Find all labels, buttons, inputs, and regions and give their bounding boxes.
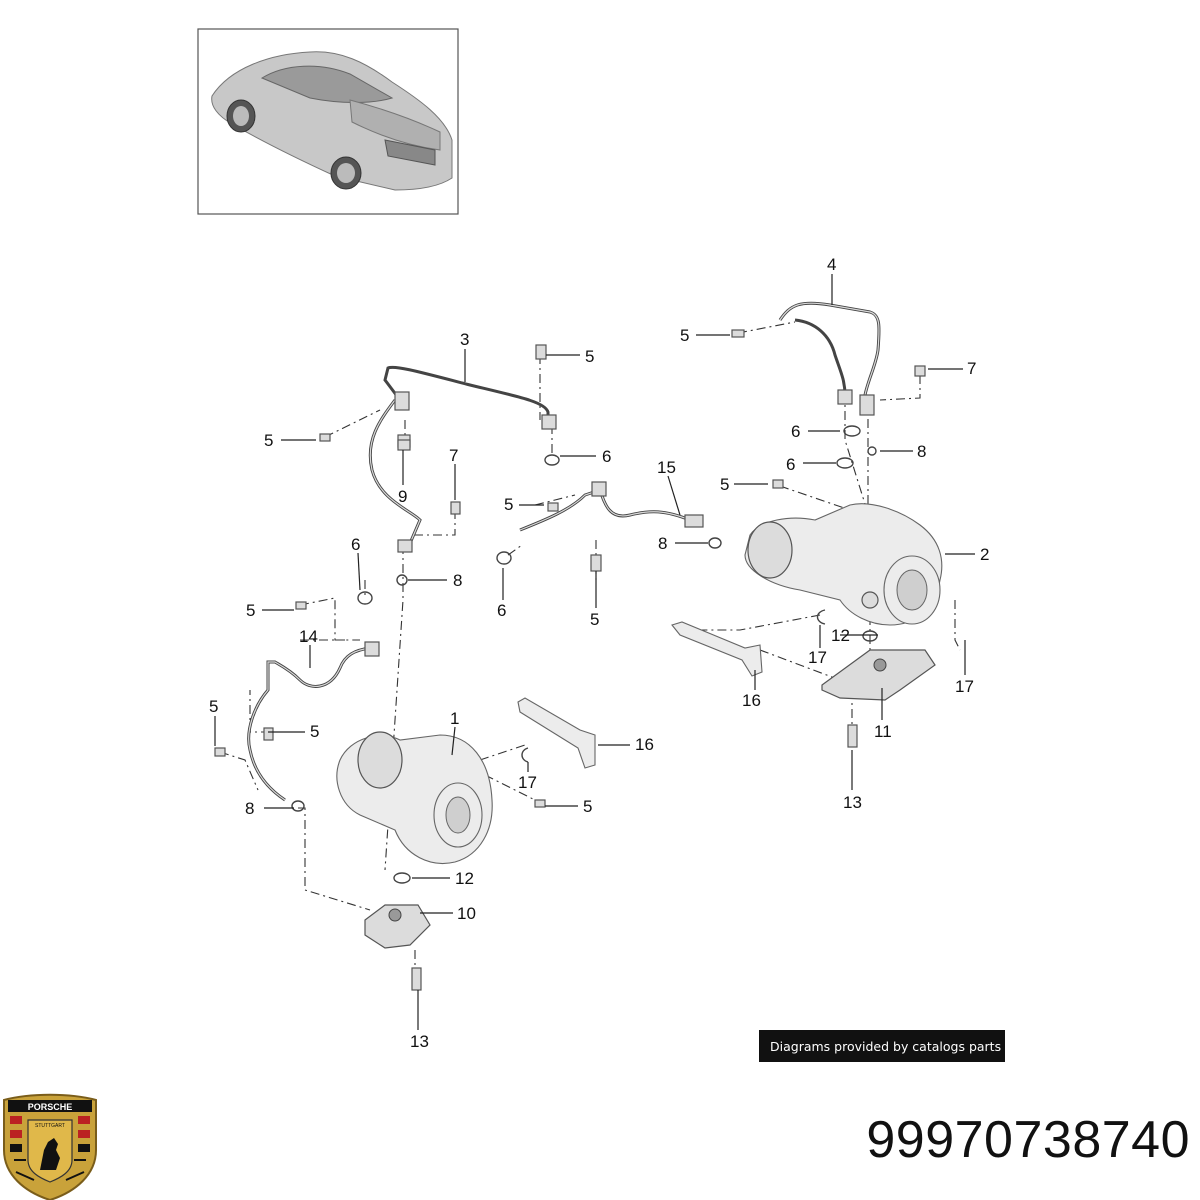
- part-flange-11: [821, 649, 936, 701]
- callout-5: 5: [590, 610, 599, 629]
- callout-5: 5: [583, 797, 592, 816]
- callout-17: 17: [955, 677, 974, 696]
- callout-7: 7: [967, 359, 976, 378]
- callout-4: 4: [827, 255, 836, 274]
- leader-lines: [214, 274, 975, 1030]
- part-bracket-16-left: [517, 697, 596, 769]
- callout-5: 5: [246, 601, 255, 620]
- callout-5: 5: [585, 347, 594, 366]
- callout-11: 11: [874, 722, 892, 741]
- part-pipe-3: [368, 365, 557, 553]
- dashed-connectors: [219, 321, 961, 975]
- crest-city: STUTTGART: [35, 1123, 65, 1129]
- callout-5: 5: [310, 722, 319, 741]
- callout-3: 3: [460, 330, 469, 349]
- part-pipe-14: [247, 641, 380, 802]
- callout-5: 5: [264, 431, 273, 450]
- car-thumbnail: [197, 28, 459, 215]
- callout-12: 12: [831, 626, 850, 645]
- callout-17: 17: [808, 648, 827, 667]
- callout-1: 1: [450, 709, 459, 728]
- small-parts: [214, 329, 926, 991]
- part-turbo-2: [744, 503, 943, 626]
- callout-6: 6: [791, 422, 800, 441]
- callout-9: 9: [398, 487, 407, 506]
- callout-6: 6: [602, 447, 611, 466]
- part-bracket-16-right: [671, 621, 763, 677]
- callout-5: 5: [504, 495, 513, 514]
- callout-labels: 4 5 7 6 6 8 5 2 3 5 5 9 6 7 15 5 8 6 8 6…: [209, 255, 989, 1051]
- callout-15: 15: [657, 458, 676, 477]
- part-pipe-15: [519, 481, 704, 532]
- callout-2: 2: [980, 545, 989, 564]
- credit-text: Diagrams provided by catalogs parts: [770, 1039, 1001, 1054]
- part-pipe-4: [778, 301, 881, 416]
- callout-8: 8: [245, 799, 254, 818]
- callout-14: 14: [299, 627, 318, 646]
- part-turbo-1: [336, 731, 493, 864]
- callout-16: 16: [635, 735, 654, 754]
- callout-13: 13: [410, 1032, 429, 1051]
- callout-16: 16: [742, 691, 761, 710]
- part-flange-10: [364, 904, 431, 949]
- crest-brand: PORSCHE: [28, 1102, 73, 1112]
- callout-8: 8: [453, 571, 462, 590]
- callout-5: 5: [680, 326, 689, 345]
- callout-17: 17: [518, 773, 537, 792]
- callout-6: 6: [497, 601, 506, 620]
- callout-13: 13: [843, 793, 862, 812]
- credit-banner: Diagrams provided by catalogs parts: [759, 1030, 1005, 1062]
- callout-8: 8: [658, 534, 667, 553]
- callout-8: 8: [917, 442, 926, 461]
- porsche-crest-logo: PORSCHE STUTTGART: [3, 1093, 97, 1200]
- callout-5: 5: [720, 475, 729, 494]
- callout-6: 6: [351, 535, 360, 554]
- callout-6: 6: [786, 455, 795, 474]
- callout-10: 10: [457, 904, 476, 923]
- callout-7: 7: [449, 446, 458, 465]
- part-number: 99970738740: [866, 1111, 1190, 1169]
- callout-12: 12: [455, 869, 474, 888]
- callout-5: 5: [209, 697, 218, 716]
